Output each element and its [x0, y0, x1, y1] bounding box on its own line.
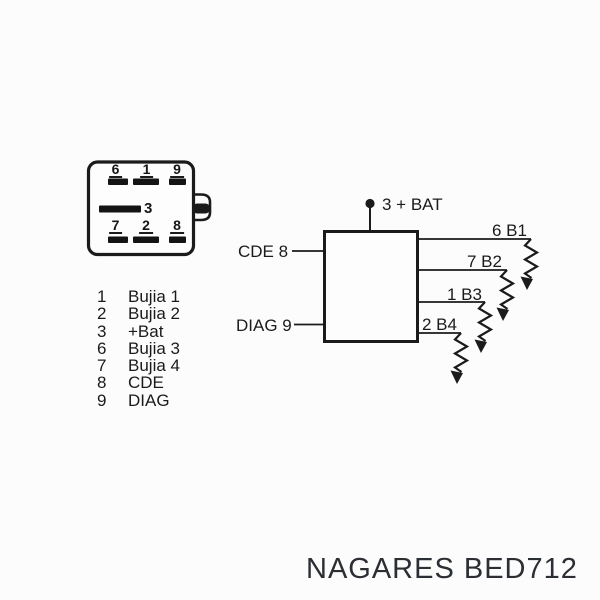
legend-pin-number: 9 [97, 390, 107, 410]
glow-plug-zigzag-icon [452, 332, 470, 373]
legend-row: 7 Bujia 4 [97, 356, 180, 376]
output-label-b3: 1 B3 [447, 285, 482, 304]
pin-number-1: 1 [139, 162, 154, 178]
glow-plug-zigzag-icon [476, 301, 494, 342]
pin-number-6: 6 [108, 162, 123, 178]
pin-slot-6 [108, 178, 128, 185]
output-label-b4: 2 B4 [422, 315, 457, 334]
bat-terminal-dot [365, 198, 375, 209]
legend-row: 1 Bujia 1 [97, 287, 180, 306]
legend-pin-number: 3 [97, 321, 107, 341]
output-label-b1: 6 B1 [492, 221, 527, 240]
legend-pin-label: Bujia 4 [128, 356, 180, 376]
legend-pin-number: 8 [97, 373, 107, 393]
pin-slot-8 [169, 236, 186, 243]
pin-slot-3 [99, 205, 141, 213]
legend-pin-label: Bujia 1 [128, 287, 180, 306]
connector-latch-tab-icon [192, 193, 212, 222]
legend-pin-label: Bujia 3 [128, 338, 180, 358]
pin-slot-2 [133, 236, 159, 243]
legend-pin-number: 7 [97, 356, 107, 376]
legend-pin-label: DIAG [128, 390, 170, 410]
pin-number-2: 2 [139, 218, 153, 234]
arrow-down-icon [520, 276, 533, 290]
glow-plug-output-3 [417, 301, 494, 353]
pin-legend: 1 Bujia 1 2 Bujia 2 3 +Bat 6 Bujia 3 7 B… [97, 287, 180, 410]
legend-pin-number: 6 [97, 338, 107, 358]
legend-pin-number: 2 [97, 304, 107, 324]
part-title: NAGARES BED712 [306, 553, 578, 585]
glow-plug-zigzag-icon [498, 269, 516, 310]
legend-pin-number: 1 [97, 287, 107, 306]
arrow-down-icon [474, 339, 487, 353]
legend-pin-label: Bujia 2 [128, 304, 180, 324]
pin-number-3: 3 [144, 200, 153, 217]
bat-feed [365, 198, 375, 231]
pin-slot-9 [169, 178, 186, 185]
pin-number-7: 7 [108, 218, 123, 234]
output-label-b2: 7 B2 [467, 252, 502, 271]
legend-row: 6 Bujia 3 [97, 338, 180, 358]
diag-label: DIAG 9 [236, 315, 292, 335]
arrow-down-icon [450, 370, 463, 384]
pin-slot-7 [108, 236, 128, 243]
cde-label: CDE 8 [238, 242, 289, 261]
glow-plug-output-1 [417, 238, 540, 290]
glow-plug-output-2 [417, 269, 516, 321]
pin-number-9: 9 [170, 162, 184, 178]
legend-row: 9 DIAG [97, 390, 180, 410]
pin-number-8: 8 [170, 218, 184, 234]
legend-row: 2 Bujia 2 [97, 304, 180, 324]
arrow-down-icon [496, 307, 509, 321]
bat-label: 3 + BAT [382, 195, 443, 214]
legend-pin-label: +Bat [128, 321, 164, 341]
legend-row: 3 +Bat [97, 321, 180, 341]
pin-slot-1 [133, 178, 159, 185]
legend-row: 8 CDE [97, 373, 180, 393]
glow-plug-zigzag-icon [522, 238, 540, 279]
legend-pin-label: CDE [128, 373, 164, 393]
glow-plug-output-4 [417, 332, 470, 384]
control-unit-box [323, 230, 419, 343]
